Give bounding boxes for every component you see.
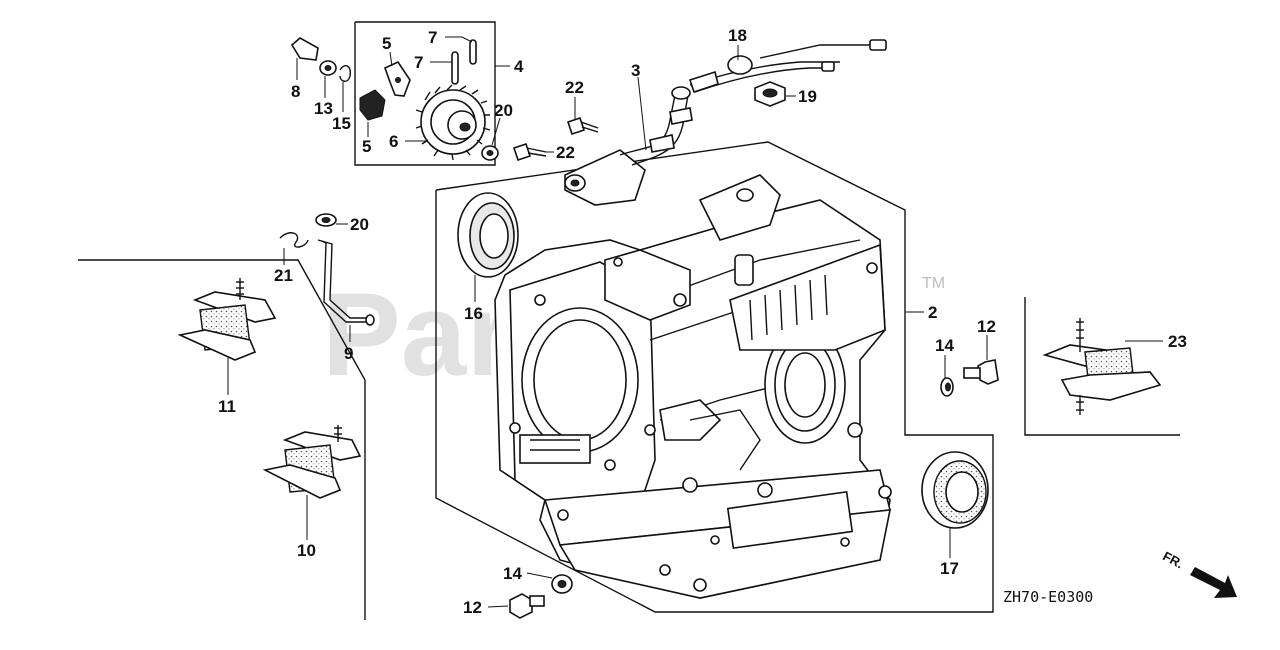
governor-rod-9	[317, 239, 375, 326]
wire-harness-18	[688, 39, 887, 94]
governor-group-frame	[354, 21, 496, 166]
crankcase-group-frame	[435, 141, 994, 613]
callout-20-lower: 20	[350, 215, 369, 234]
bearing-16	[457, 192, 519, 278]
drain-bolt-12-right	[963, 359, 999, 385]
callout-11: 11	[218, 397, 236, 416]
callout-3: 3	[631, 61, 640, 80]
oil-seal-17	[921, 451, 989, 529]
engine-mount-23	[1042, 318, 1162, 415]
bolt-22-lower	[512, 142, 547, 162]
callout-7-top: 7	[428, 28, 437, 47]
engine-mount-11	[177, 278, 277, 361]
breather-assembly-3	[564, 86, 693, 206]
callout-22-lower: 22	[556, 143, 575, 162]
leader-lines	[227, 36, 1163, 608]
trademark-mark: TM	[922, 275, 945, 292]
callout-14-bottom: 14	[503, 564, 522, 583]
engine-mount-10	[262, 425, 362, 499]
callout-21: 21	[274, 266, 293, 285]
washer-20-lower	[315, 213, 337, 227]
clip-15	[339, 65, 352, 82]
diagram-code: ZH70-E0300	[1003, 588, 1093, 606]
pin-7-b	[469, 39, 477, 65]
callout-19: 19	[798, 87, 817, 106]
sleeve-8	[290, 37, 319, 61]
callout-12-right: 12	[977, 317, 996, 336]
callouts: 18 7 5 7 4 3 22 19 8 13 15 20 6 5 22 20 …	[218, 26, 1187, 617]
callout-12-bottom: 12	[463, 598, 482, 617]
callout-9: 9	[344, 344, 353, 363]
governor-gear-6	[415, 84, 491, 161]
callout-10: 10	[297, 541, 316, 560]
callout-2: 2	[928, 303, 937, 322]
callout-22-upper: 22	[565, 78, 584, 97]
callout-6: 6	[389, 132, 398, 151]
governor-weight-5-upper	[384, 60, 411, 97]
callout-8: 8	[291, 82, 300, 101]
callout-18: 18	[728, 26, 747, 45]
pin-7-a	[451, 51, 459, 85]
washer-13	[319, 60, 337, 76]
drain-bolt-12-bottom	[509, 593, 545, 619]
callout-17: 17	[940, 559, 959, 578]
callout-7-mid: 7	[414, 53, 423, 72]
callout-20-upper: 20	[494, 101, 513, 120]
bolt-22-upper	[566, 116, 599, 136]
clip-21	[279, 232, 309, 248]
callout-16: 16	[464, 304, 483, 323]
callout-5-bottom: 5	[362, 137, 371, 156]
callout-23: 23	[1168, 332, 1187, 351]
crankcase-body	[494, 174, 892, 599]
direction-label: FR.	[1160, 548, 1186, 571]
callout-4: 4	[514, 57, 524, 76]
right-mount-frame	[1024, 297, 1180, 436]
group-frames	[78, 21, 1180, 620]
callout-15: 15	[332, 114, 351, 133]
callout-13: 13	[314, 99, 333, 118]
nut-19	[754, 81, 786, 107]
governor-weight-5-lower	[359, 89, 386, 121]
washer-14-bottom	[551, 574, 573, 594]
callout-14-right: 14	[935, 336, 954, 355]
callout-5-top: 5	[382, 34, 391, 53]
washer-14-right	[940, 377, 954, 397]
washer-20-upper	[481, 145, 499, 161]
left-mount-frame	[78, 259, 366, 620]
front-direction-indicator: FR.	[1160, 548, 1237, 598]
